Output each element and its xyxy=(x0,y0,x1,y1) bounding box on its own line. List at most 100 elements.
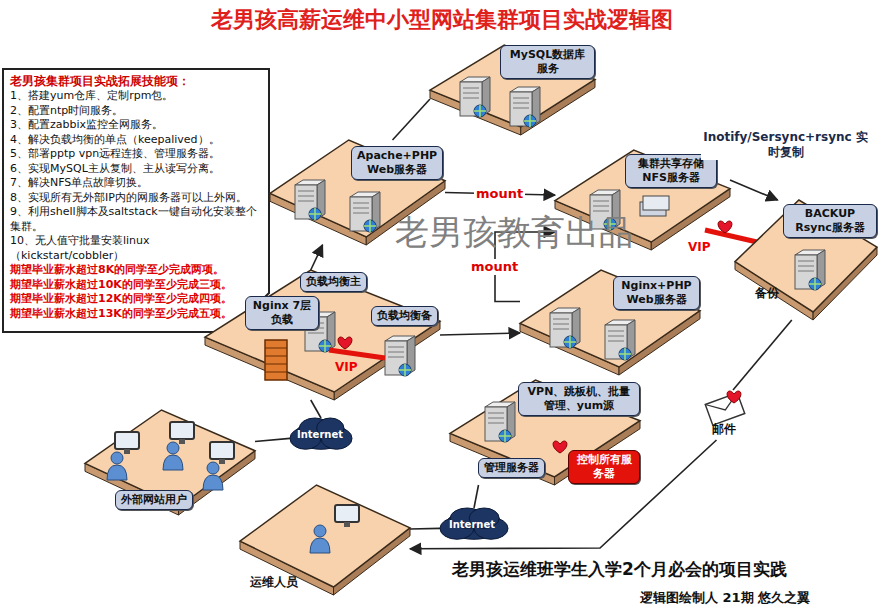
globe-mark xyxy=(309,208,321,220)
globe-mark xyxy=(364,220,376,232)
panel-heading: 老男孩集群项目实战拓展技能项： xyxy=(10,74,260,89)
node-tag: Nginx 7层负载 xyxy=(245,296,319,330)
node-label: Internet xyxy=(449,519,495,531)
panel-item: 3、配置zabbix监控全网服务。 xyxy=(10,118,260,133)
server-slot xyxy=(308,333,324,334)
heartbeat-icon xyxy=(718,221,732,233)
server-slot xyxy=(488,413,504,414)
storage-icon xyxy=(643,196,669,210)
server-slot xyxy=(513,103,529,104)
person-body xyxy=(163,455,183,470)
heartbeat-icon xyxy=(553,441,567,453)
node-tag: 管理服务器 xyxy=(478,458,545,478)
node-label: Internet xyxy=(297,429,343,441)
server-slot xyxy=(593,201,609,202)
server-slot xyxy=(798,271,814,272)
panel-item: 4、解决负载均衡的单点（keepalived）。 xyxy=(10,133,260,148)
network-node: MySQL数据库服务 xyxy=(430,45,595,135)
server-slot xyxy=(298,196,314,197)
vip-link xyxy=(329,350,385,358)
monitor-stand xyxy=(344,522,350,527)
panel-item: 期望毕业薪水超过8K的同学至少完成两项。 xyxy=(10,263,260,278)
heartbeat-icon xyxy=(338,337,352,349)
panel-item: 1、搭建yum仓库、定制rpm包。 xyxy=(10,89,260,104)
firewall-brick xyxy=(265,372,287,373)
globe-mark xyxy=(399,364,411,376)
panel-outline xyxy=(3,69,269,332)
server-slot xyxy=(488,418,504,419)
platform-top xyxy=(520,270,700,367)
edge-label: mount xyxy=(469,259,520,275)
node-label: VIP xyxy=(335,360,358,374)
server-slot xyxy=(388,347,404,348)
globe-icon xyxy=(564,336,576,348)
person-head xyxy=(111,452,123,464)
connector xyxy=(474,485,479,508)
connector xyxy=(311,400,321,418)
server-slot xyxy=(553,329,569,330)
panel-item: 期望毕业薪水超过13K的同学至少完成五项。 xyxy=(10,307,260,322)
watermark: 老男孩教育出品 xyxy=(395,212,633,253)
server-slot xyxy=(488,423,504,424)
heartbeat-icon xyxy=(727,391,741,403)
node-tag: 控制所有服务器 xyxy=(568,450,640,484)
monitor-stand xyxy=(219,459,225,464)
server-slot xyxy=(463,98,479,99)
panel-item: 期望毕业薪水超过10K的同学至少完成三项。 xyxy=(10,278,260,293)
node-tag: Nginx+PHP Web服务器 xyxy=(613,276,700,310)
network-node: Nginx+PHP Web服务器 xyxy=(520,270,700,375)
server-slot xyxy=(553,319,569,320)
globe-icon xyxy=(309,208,321,220)
panel-item: 8、实现所有无外部IP内的网服务器可以上外网。 xyxy=(10,191,260,206)
panel-item: 6、实现MySQL主从复制、主从读写分离。 xyxy=(10,162,260,177)
globe-mark xyxy=(564,336,576,348)
node-tag: 负载均衡主 xyxy=(300,272,367,292)
monitor-screen xyxy=(170,422,194,439)
network-node: 邮件 xyxy=(700,390,755,440)
server-slot xyxy=(388,357,404,358)
panel-body: 老男孩集群项目实战拓展技能项：1、搭建yum仓库、定制rpm包。2、配置ntp时… xyxy=(2,68,270,329)
globe-mark xyxy=(524,115,536,127)
node-tag: 负载均衡备 xyxy=(371,306,438,326)
person-head xyxy=(207,462,219,474)
server-slot xyxy=(608,336,624,337)
server-slot xyxy=(608,341,624,342)
node-tag: VPN、跳板机、批量管理、yum源 xyxy=(518,382,640,416)
network-node: BACKUP Rsync服务器备份 xyxy=(735,200,877,320)
node-tag: BACKUP Rsync服务器 xyxy=(783,204,877,238)
node-tag: MySQL数据库服务 xyxy=(500,45,595,79)
server-slot xyxy=(353,208,369,209)
globe-mark xyxy=(499,430,511,442)
node-label: 备份 xyxy=(755,286,779,300)
panel-item: 7、解决NFS单点故障切换。 xyxy=(10,176,260,191)
connector xyxy=(410,528,440,530)
server-slot xyxy=(608,331,624,332)
connector xyxy=(733,320,792,390)
edge-label: mount xyxy=(474,186,525,202)
globe-icon xyxy=(524,115,536,127)
person-body xyxy=(310,538,330,553)
network-node: 运维人员 xyxy=(240,485,410,595)
monitor-screen xyxy=(115,432,139,449)
network-node: 外部网站用户 xyxy=(85,410,255,515)
node-tag: 外部网站用户 xyxy=(115,490,193,510)
node-tag: Apache+PHP Web服务器 xyxy=(351,146,443,180)
globe-icon xyxy=(619,348,631,360)
server-slot xyxy=(388,352,404,353)
server-slot xyxy=(553,324,569,325)
platform-top xyxy=(205,270,440,392)
server-slot xyxy=(798,266,814,267)
panel-item: 9、利用shell脚本及saltstack一键自动化安装整个集群。 xyxy=(10,205,260,234)
server-slot xyxy=(593,206,609,207)
diagram-caption: 老男孩运维班学生入学2个月必会的项目实践 xyxy=(452,558,787,580)
network-node: Nginx 7层负载 负载均衡主负载均衡备 VIP xyxy=(205,270,440,400)
panel-item: 2、配置ntp时间服务。 xyxy=(10,104,260,119)
monitor-screen xyxy=(335,505,359,522)
connector xyxy=(311,245,323,270)
author-note: 逻辑图绘制人 21期 悠久之翼 xyxy=(640,590,810,606)
server-slot xyxy=(298,201,314,202)
server-slot xyxy=(353,203,369,204)
node-label: 邮件 xyxy=(712,422,736,436)
